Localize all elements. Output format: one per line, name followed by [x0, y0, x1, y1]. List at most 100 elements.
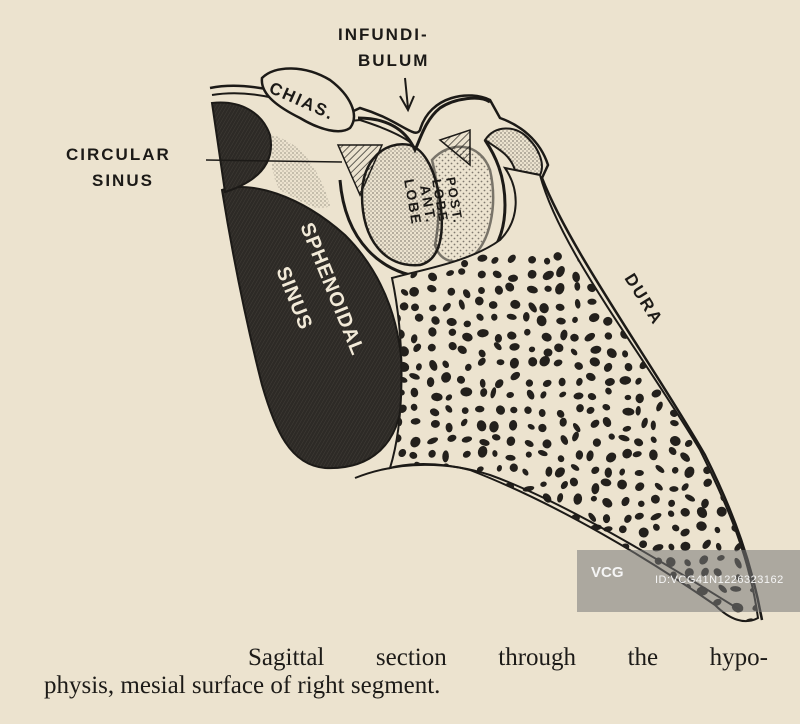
bone-cell [413, 343, 422, 352]
bone-cell [429, 408, 440, 417]
bone-cell [448, 328, 457, 336]
bone-cell [650, 258, 662, 265]
bone-cell [541, 332, 552, 342]
bone-cell [768, 420, 776, 431]
bone-cell [592, 438, 602, 447]
bone-cell [507, 254, 516, 263]
bone-cell [442, 360, 450, 369]
bone-cell [702, 539, 711, 549]
bone-cell [591, 466, 600, 475]
bone-cell [600, 478, 612, 487]
bone-cell [510, 406, 518, 414]
bone-cell [445, 394, 453, 401]
bone-cell [622, 425, 632, 432]
bone-cell [543, 599, 551, 609]
bone-cell [712, 410, 722, 418]
bone-cell [737, 477, 744, 487]
bone-cell [671, 287, 681, 297]
bone-cell [505, 507, 515, 517]
bone-cell [526, 285, 538, 294]
bone-cell [427, 469, 436, 479]
bone-cell [411, 506, 420, 518]
bone-cell [604, 332, 613, 340]
bone-cell [410, 387, 419, 398]
bone-cell [494, 379, 504, 389]
bone-cell [543, 348, 553, 357]
bone-cell [572, 619, 579, 622]
bone-cell [427, 437, 439, 445]
bone-cell [462, 289, 471, 299]
bone-cell [399, 346, 409, 357]
bone-cell [680, 541, 691, 552]
bone-cell [410, 418, 421, 425]
bone-cell [731, 259, 739, 266]
bone-cell [635, 406, 641, 416]
bone-cell [539, 355, 550, 367]
bone-cell [540, 481, 547, 487]
bone-cell [668, 274, 676, 282]
bone-cell [525, 612, 533, 622]
bone-cell [489, 421, 499, 433]
bone-cell [539, 303, 549, 314]
bone-cell [684, 466, 695, 478]
bone-cell [573, 493, 583, 505]
bone-cell [697, 617, 709, 622]
bone-cell [527, 269, 537, 279]
bone-cell [477, 329, 489, 338]
bone-cell [762, 284, 770, 292]
caption-line-2: physis, mesial surface of right segment. [44, 672, 441, 699]
bone-cell [698, 332, 705, 342]
dura-label: DURA [621, 270, 667, 328]
bone-cell [426, 377, 435, 388]
bone-cell [525, 451, 532, 458]
bone-cell [716, 506, 727, 517]
bone-cell [619, 468, 626, 476]
bone-cell [460, 418, 468, 427]
bone-cell [458, 570, 466, 579]
bone-cell [559, 391, 567, 398]
bone-cell [477, 598, 486, 607]
bone-cell [748, 362, 758, 372]
bone-cell [701, 408, 709, 417]
bone-cell [664, 255, 674, 263]
bone-cell [622, 350, 629, 358]
bone-cell [528, 256, 537, 264]
bone-cell [684, 439, 693, 447]
bone-cell [687, 377, 695, 385]
bone-cell [456, 375, 466, 384]
bone-cell [760, 431, 770, 443]
bone-cell [510, 598, 522, 605]
bone-cell [634, 512, 644, 520]
bone-cell [729, 283, 738, 293]
bone-cell [652, 344, 664, 351]
bone-cell [492, 270, 502, 279]
bone-cell [390, 482, 391, 491]
bone-cell [428, 449, 436, 458]
bone-cell [545, 466, 553, 477]
bone-cell [696, 521, 707, 531]
bone-cell [477, 445, 488, 458]
bone-cell [430, 573, 439, 582]
bone-cell [570, 333, 579, 342]
bone-cell [635, 482, 645, 491]
bone-cell [703, 390, 711, 398]
bone-cell [400, 496, 408, 504]
bone-cell [700, 316, 709, 325]
bone-cell [540, 391, 547, 399]
bone-cell [666, 344, 674, 352]
bone-cell [746, 539, 755, 546]
bone-cell [377, 588, 390, 600]
bone-cell [429, 603, 442, 613]
bone-cell [696, 259, 708, 266]
bone-cell [670, 420, 679, 427]
bone-cell [495, 512, 505, 522]
bone-cell [618, 434, 630, 442]
bone-cell [444, 526, 454, 535]
bone-cell [461, 407, 469, 415]
bone-cell [696, 507, 708, 518]
bone-cell [652, 523, 660, 531]
bone-cell [687, 612, 694, 621]
bone-cell [416, 475, 426, 488]
bone-cell [429, 511, 440, 522]
bone-cell [652, 357, 662, 365]
